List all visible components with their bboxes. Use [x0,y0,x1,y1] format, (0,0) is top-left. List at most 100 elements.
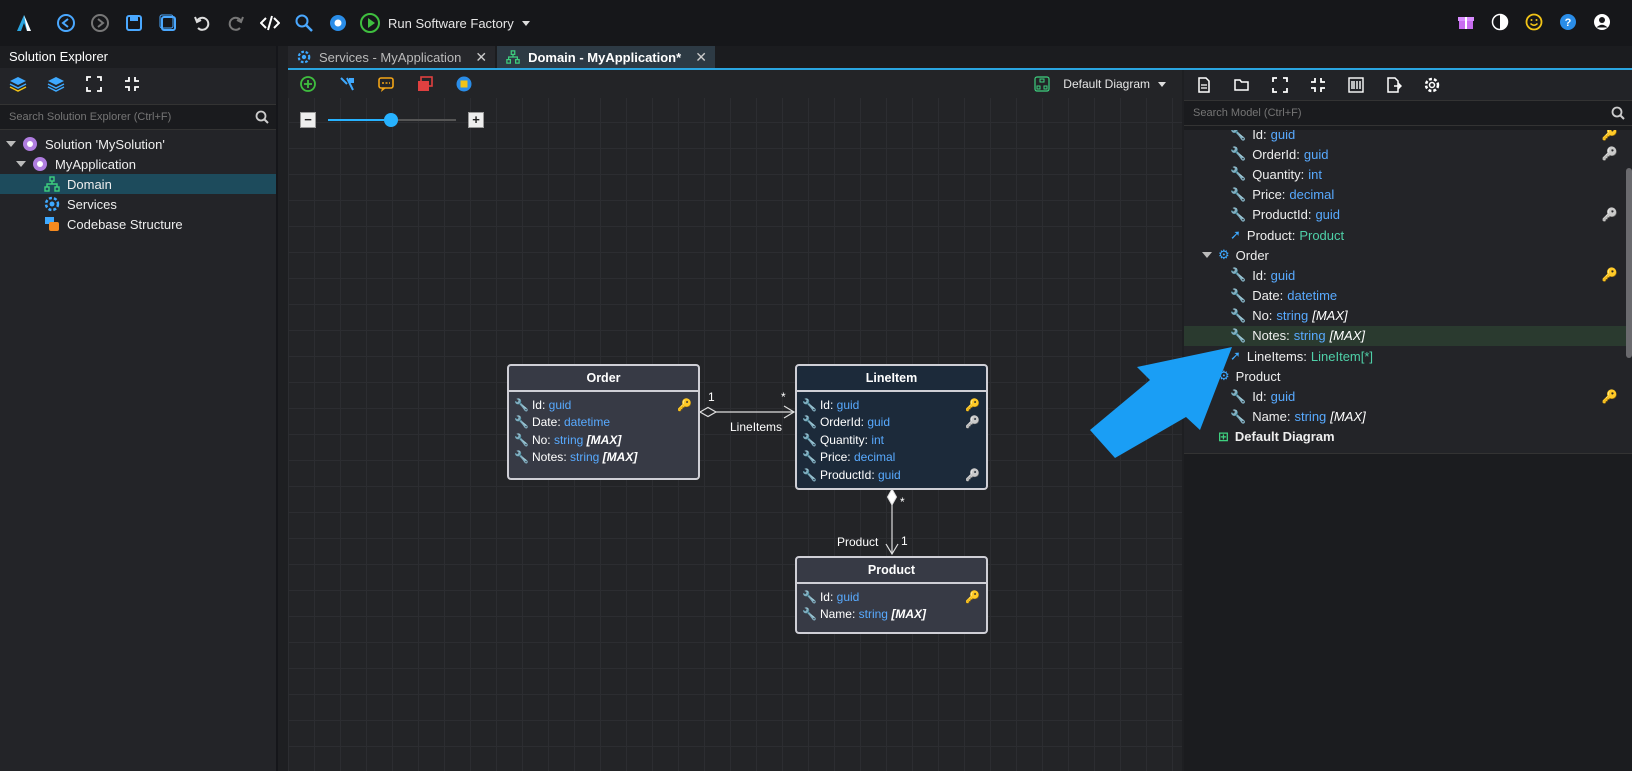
settings-gear-icon[interactable] [1422,75,1442,95]
search-icon[interactable] [1604,106,1632,120]
barcode-icon[interactable] [1346,75,1366,95]
settings-gear-icon[interactable] [324,9,352,37]
model-attribute-row[interactable]: 🔧Id:guid🔑 [1230,388,1618,405]
model-attribute-row[interactable]: 🔧Date:datetime [1230,287,1338,304]
run-software-factory-button[interactable]: Run Software Factory [360,13,530,33]
model-class-order[interactable]: ⚙Order [1184,245,1632,265]
zoom-slider[interactable] [328,113,456,127]
attribute-row[interactable]: 🔧Id: guid🔑 [802,589,980,604]
close-icon[interactable]: ✕ [695,48,707,65]
user-account-icon[interactable] [1590,10,1614,34]
class-tool-icon[interactable] [337,74,357,94]
chevron-down-icon [1158,81,1166,87]
model-class-product[interactable]: ⚙Product [1184,366,1632,386]
feedback-smiley-icon[interactable] [1522,10,1546,34]
model-attribute-row[interactable]: 🔧Quantity:int [1230,166,1322,182]
tab-services[interactable]: Services - MyApplication ✕ [288,46,496,68]
zoom-out-button[interactable]: − [300,112,316,128]
collapse-all-icon[interactable] [122,74,142,94]
attribute-row[interactable]: 🔧Date: datetime [514,415,611,430]
attribute-row[interactable]: 🔧Name: string [MAX] [802,607,926,622]
model-attribute-row[interactable]: 🔧Price:decimal [1230,186,1335,203]
zoom-slider-handle[interactable] [384,113,398,127]
model-attribute-row[interactable]: 🔧Id:guid🔑 [1184,130,1632,144]
save-all-icon[interactable] [154,9,182,37]
package-icon[interactable] [454,74,474,94]
tree-item-myapplication[interactable]: MyApplication [0,154,276,174]
attribute-row[interactable]: 🔧Quantity: int [802,432,885,447]
gift-icon[interactable] [1454,10,1478,34]
export-icon[interactable] [1384,75,1404,95]
expand-all-icon[interactable] [84,74,104,94]
diagram-icon [1034,76,1050,92]
attribute-row[interactable]: 🔧Id: guid🔑 [802,397,980,412]
attribute-row[interactable]: 🔧Id: guid🔑 [514,397,692,412]
diagram-canvas[interactable]: Default Diagram − + 1 * LineItems * Prod… [288,70,1182,771]
expand-triangle-icon[interactable] [16,161,26,167]
add-element-icon[interactable] [298,74,318,94]
model-attribute-row[interactable]: 🔧Id:guid🔑 [1230,267,1618,283]
layers-icon[interactable] [8,74,28,94]
model-default-diagram[interactable]: ⊞Default Diagram [1218,428,1335,445]
save-icon[interactable] [120,9,148,37]
zoom-in-button[interactable]: + [468,112,484,128]
layers-alt-icon[interactable] [46,74,66,94]
attribute-row[interactable]: 🔧No: string [MAX] [514,432,622,447]
wrench-icon: 🔧 [1230,327,1247,343]
scrollbar-thumb[interactable] [1626,168,1632,358]
redo-icon[interactable] [222,9,250,37]
model-scrollbar[interactable] [1626,130,1632,454]
model-association-row[interactable]: ➚Product:Product [1230,227,1345,243]
expand-triangle-icon[interactable] [6,141,16,147]
undo-icon[interactable] [188,9,216,37]
stack-icon[interactable] [415,74,435,94]
tree-item-domain[interactable]: Domain [0,174,276,194]
class-lineitem[interactable]: LineItem 🔧Id: guid🔑 🔧OrderId: guid🔑 🔧Qua… [795,364,988,490]
tree-item-solution[interactable]: Solution 'MySolution' [0,134,276,154]
close-icon[interactable]: ✕ [475,48,488,65]
attribute-row[interactable]: 🔧Notes: string [MAX] [514,450,638,465]
expand-all-icon[interactable] [1270,75,1290,95]
tree-item-codebase-structure[interactable]: Codebase Structure [0,214,276,234]
wrench-icon: 🔧 [802,467,817,482]
code-icon[interactable] [256,9,284,37]
app-logo[interactable] [10,9,38,37]
model-attribute-row[interactable]: 🔧Name:string[MAX] [1230,408,1366,425]
comment-icon[interactable] [376,74,396,94]
folder-open-icon[interactable] [1232,75,1252,95]
search-icon[interactable] [290,9,318,37]
product-source-multiplicity: * [900,495,905,509]
wrench-icon: 🔧 [1230,186,1247,202]
model-attribute-row[interactable]: 🔧No:string[MAX] [1230,307,1348,324]
primary-key-icon: 🔑 [677,397,692,412]
theme-contrast-icon[interactable] [1488,10,1512,34]
class-product[interactable]: Product 🔧Id: guid🔑 🔧Name: string [MAX] [795,556,988,634]
forward-icon[interactable] [86,9,114,37]
model-association-row[interactable]: ➚LineItems:LineItem[*] [1230,348,1374,364]
help-icon[interactable]: ? [1556,10,1580,34]
expand-triangle-icon[interactable] [1202,252,1212,259]
model-attribute-row[interactable]: 🔧OrderId:guid🔑 [1230,146,1618,162]
search-icon[interactable] [248,110,276,124]
collapse-all-icon[interactable] [1308,75,1328,95]
class-order[interactable]: Order 🔧Id: guid🔑 🔧Date: datetime 🔧No: st… [507,364,700,480]
attribute-row[interactable]: 🔧OrderId: guid🔑 [802,415,980,430]
class-icon: ⚙ [1218,247,1230,263]
association-arrow-icon: ➚ [1230,348,1241,364]
tree-item-services[interactable]: Services [0,194,276,214]
diagram-selector[interactable]: Default Diagram [1034,76,1166,92]
tab-domain[interactable]: Domain - MyApplication* ✕ [497,46,715,68]
model-search-input[interactable] [1184,101,1604,125]
wrench-icon: 🔧 [1230,307,1247,323]
document-icon[interactable] [1194,75,1214,95]
attribute-row[interactable]: 🔧ProductId: guid🔑 [802,467,980,482]
model-attribute-row-notes[interactable]: 🔧Notes:string[MAX] [1184,325,1632,347]
back-icon[interactable] [52,9,80,37]
solution-search-input[interactable] [0,105,248,129]
attribute-row[interactable]: 🔧Price: decimal [802,450,896,465]
expand-triangle-icon[interactable] [1202,373,1212,380]
primary-key-icon: 🔑 [1601,130,1618,142]
model-attribute-row[interactable]: 🔧ProductId:guid🔑 [1230,206,1618,223]
wrench-icon: 🔧 [802,432,817,447]
foreign-key-icon: 🔑 [965,415,980,430]
